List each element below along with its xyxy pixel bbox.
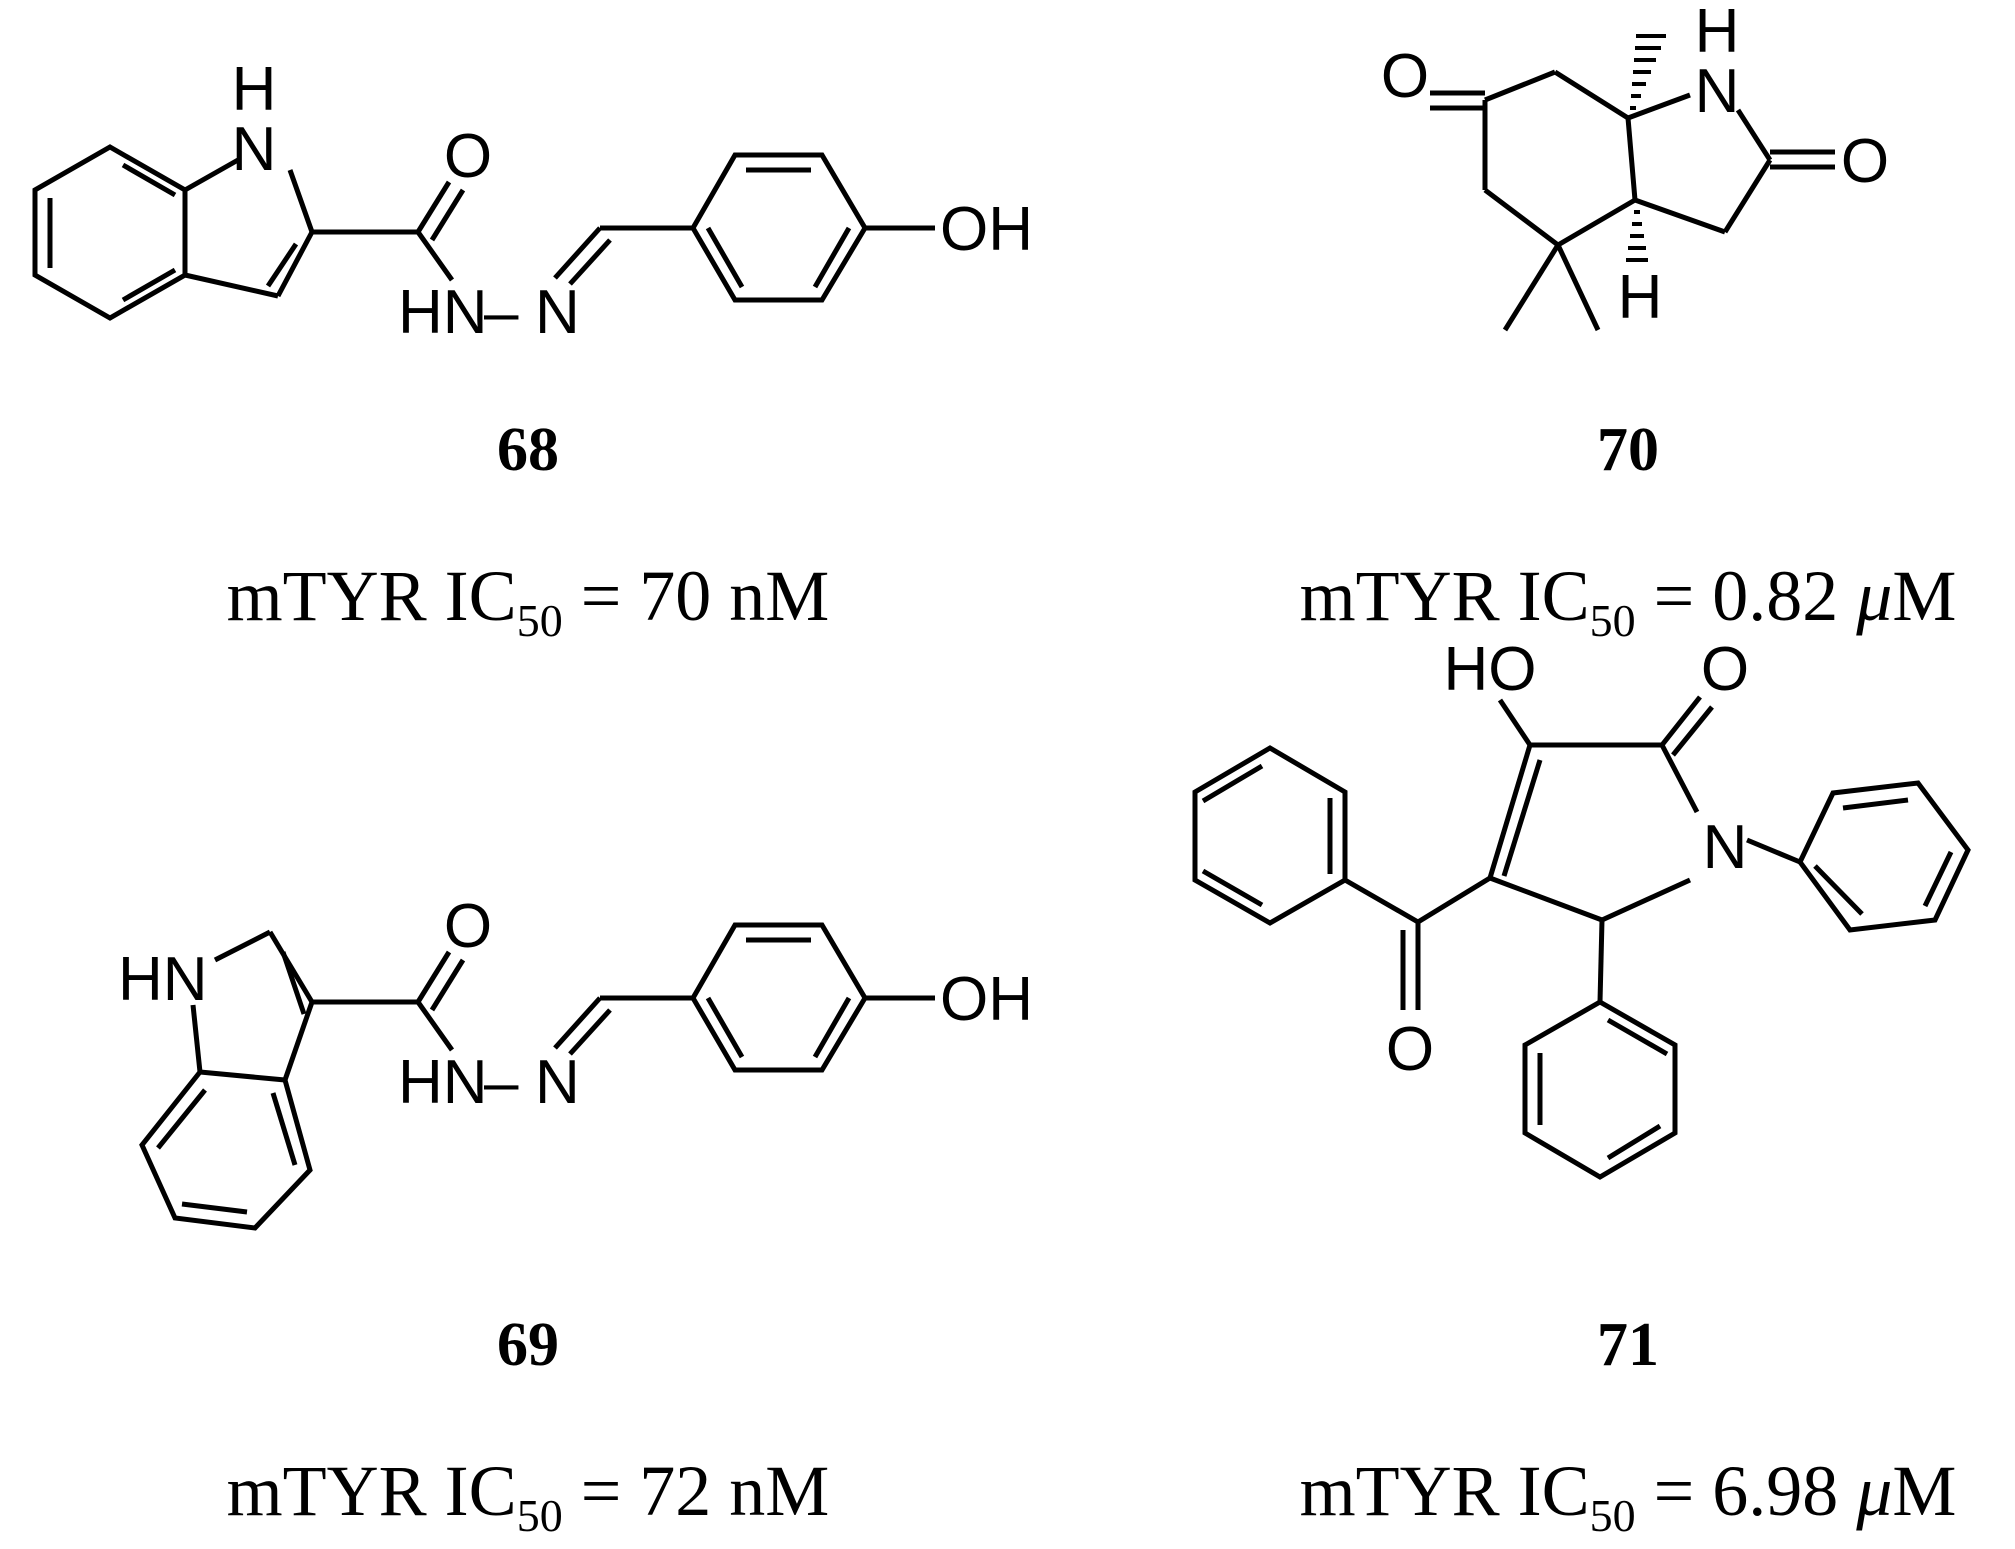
compound-number: 71 <box>1597 1311 1659 1379</box>
atom-label-oh: OH <box>940 965 1033 1034</box>
atom-label-hn: HN <box>398 1048 488 1117</box>
atom-label-o: O <box>444 892 492 961</box>
activity-label: mTYR IC50 = 72 nM <box>227 1451 830 1541</box>
atom-label-hn: HN <box>118 945 208 1014</box>
atom-label-oh: OH <box>940 195 1033 264</box>
atom-label-n: N <box>232 115 277 184</box>
atom-label-n: N <box>535 1048 580 1117</box>
structure-70: O H N O H <box>1381 0 1889 332</box>
atom-label-dash: – <box>484 278 519 347</box>
atom-label-o: O <box>444 122 492 191</box>
structure-68: H N O HN – N OH <box>32 55 1033 347</box>
atom-label-n: N <box>1703 813 1748 882</box>
atom-label-ho: HO <box>1444 635 1537 704</box>
atom-label-o: O <box>1841 127 1889 196</box>
structure-69: O HN HN – N OH <box>118 892 1033 1231</box>
atom-label-o: O <box>1701 635 1749 704</box>
activity-label: mTYR IC50 = 70 nM <box>227 556 830 646</box>
compound-number: 69 <box>497 1311 559 1379</box>
atom-label-h: H <box>1695 0 1740 66</box>
structure-71: HO O N O <box>1192 635 1971 1180</box>
atom-label-hn: HN <box>398 278 488 347</box>
activity-label: mTYR IC50 = 6.98 μM <box>1300 1451 1957 1541</box>
atom-label-n: N <box>1695 57 1740 126</box>
atom-label-h: H <box>232 55 277 124</box>
compound-number: 70 <box>1597 416 1659 484</box>
atom-label-o: O <box>1386 1015 1434 1084</box>
compound-number: 68 <box>497 416 559 484</box>
atom-label-o: O <box>1381 42 1429 111</box>
activity-label: mTYR IC50 = 0.82 μM <box>1300 556 1957 646</box>
atom-label-dash: – <box>484 1048 519 1117</box>
atom-label-h: H <box>1618 263 1663 332</box>
atom-label-n: N <box>535 278 580 347</box>
